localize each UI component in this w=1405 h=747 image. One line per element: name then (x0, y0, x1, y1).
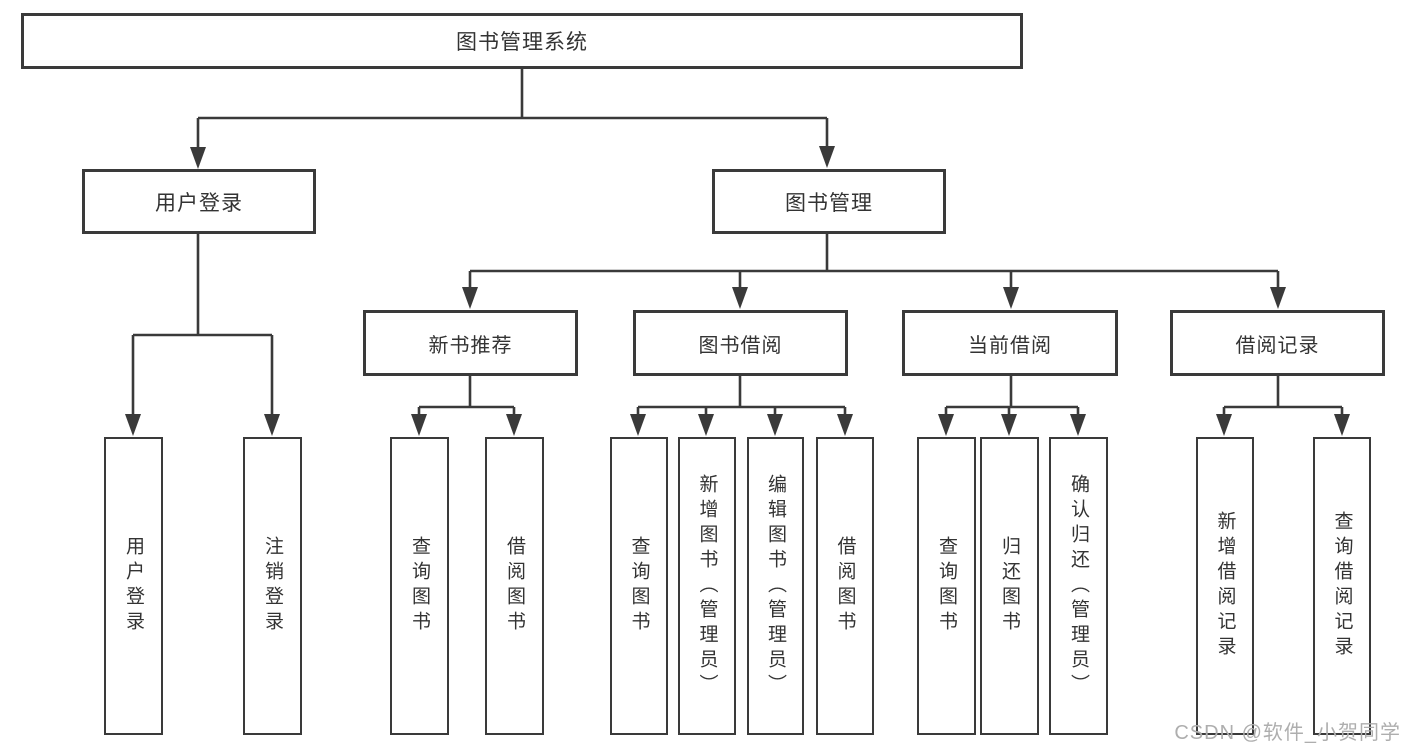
leaf-query-borrow-record: 查询借阅记录 (1313, 437, 1371, 735)
leaf-confirm-return-admin: 确认归还（管理员） (1049, 437, 1108, 735)
node-user-login: 用户登录 (82, 169, 316, 234)
leaf-user-login: 用户登录 (104, 437, 163, 735)
node-borrow-record: 借阅记录 (1170, 310, 1385, 376)
node-book-management-label: 图书管理 (785, 191, 873, 215)
node-book-borrow-label: 图书借阅 (698, 334, 783, 357)
leaf-borrow-books-recommend-label: 借阅图书 (504, 536, 525, 636)
leaf-return-books-label: 归还图书 (999, 536, 1020, 636)
leaf-return-books: 归还图书 (980, 437, 1039, 735)
leaf-borrow-books-label: 借阅图书 (834, 536, 856, 636)
leaf-query-books-borrow: 查询图书 (610, 437, 668, 735)
node-current-borrow-label: 当前借阅 (968, 334, 1052, 357)
node-user-login-label: 用户登录 (155, 191, 243, 215)
node-book-borrow: 图书借阅 (633, 310, 848, 376)
leaf-add-borrow-record: 新增借阅记录 (1196, 437, 1254, 735)
leaf-query-books-current-label: 查询图书 (936, 536, 957, 636)
node-new-book-recommend-label: 新书推荐 (428, 334, 513, 357)
node-borrow-record-label: 借阅记录 (1235, 334, 1320, 357)
csdn-watermark: CSDN @软件_小贺同学 (1174, 722, 1401, 744)
node-book-management: 图书管理 (712, 169, 946, 234)
leaf-query-books-recommend: 查询图书 (390, 437, 449, 735)
leaf-query-books-borrow-label: 查询图书 (628, 536, 650, 636)
leaf-edit-books-admin-label: 编辑图书（管理员） (765, 473, 786, 699)
leaf-edit-books-admin: 编辑图书（管理员） (747, 437, 804, 735)
leaf-query-books-recommend-label: 查询图书 (409, 536, 430, 636)
node-root-label: 图书管理系统 (456, 31, 588, 54)
leaf-confirm-return-admin-label: 确认归还（管理员） (1068, 473, 1089, 699)
leaf-logout: 注销登录 (243, 437, 302, 735)
node-new-book-recommend: 新书推荐 (363, 310, 578, 376)
leaf-add-borrow-record-label: 新增借阅记录 (1214, 511, 1236, 661)
leaf-add-books-admin: 新增图书（管理员） (678, 437, 736, 735)
leaf-query-borrow-record-label: 查询借阅记录 (1331, 511, 1353, 661)
leaf-borrow-books-recommend: 借阅图书 (485, 437, 544, 735)
leaf-borrow-books: 借阅图书 (816, 437, 874, 735)
leaf-logout-label: 注销登录 (262, 536, 283, 636)
leaf-add-books-admin-label: 新增图书（管理员） (696, 473, 718, 699)
leaf-user-login-label: 用户登录 (123, 536, 144, 636)
node-current-borrow: 当前借阅 (902, 310, 1118, 376)
leaf-query-books-current: 查询图书 (917, 437, 976, 735)
node-root-system: 图书管理系统 (21, 13, 1023, 69)
